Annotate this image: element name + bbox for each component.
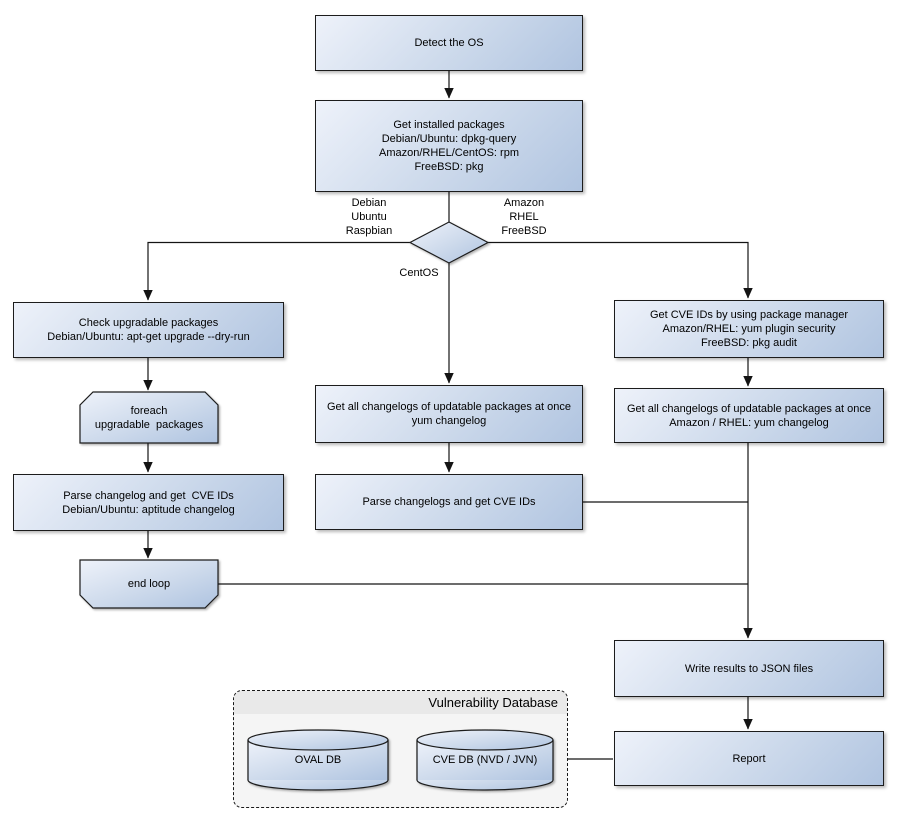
os-decision-diamond [408,221,490,264]
end-loop-shape [79,559,219,609]
node-label: Check upgradable packages [78,317,219,329]
vulnerability-database-title: Vulnerability Database [234,691,567,714]
node-label: Amazon/RHEL: yum plugin security [662,323,836,335]
node-label: Debian/Ubuntu: aptitude changelog [62,503,235,516]
node-detect-os: Detect the OS [315,15,583,71]
oval-db-cylinder [247,729,389,791]
node-label: Report [732,752,766,765]
node-label: Debian/Ubuntu: apt-get upgrade --dry-run [47,331,250,343]
node-write-results-json: Write results to JSON files [614,640,884,697]
node-label: Get CVE IDs by using package manager [649,309,849,321]
node-report: Report [614,731,884,786]
node-label: Get all changelogs of updatable packages… [626,402,871,415]
edge-label-centos-branch: CentOS [399,267,439,279]
node-get-cve-ids-pkg-manager: Get CVE IDs by using package manager Ama… [614,300,884,358]
cve-db-cylinder [416,729,554,791]
node-check-upgradable-packages: Check upgradable packages Debian/Ubuntu:… [13,302,284,358]
node-label: Get all changelogs of updatable packages… [326,401,571,413]
node-label: Parse changelogs and get CVE IDs [362,496,536,508]
node-label: FreeBSD: pkg [414,161,484,173]
node-label: Amazon / RHEL: yum changelog [669,416,829,429]
node-get-changelogs-centos: Get all changelogs of updatable packages… [315,385,583,443]
foreach-loop-start-shape [79,391,219,444]
connector-edges [143,71,753,760]
node-get-changelogs-amazon-rhel: Get all changelogs of updatable packages… [614,388,884,443]
node-parse-changelog-debian: Parse changelog and get CVE IDs Debian/U… [13,474,284,531]
node-parse-changelogs-centos: Parse changelogs and get CVE IDs [315,474,583,530]
node-label: Parse changelog and get CVE IDs [63,489,234,502]
node-label: Debian/Ubuntu: dpkg-query [381,133,517,145]
edge-label-amazon-branch: Amazon RHEL FreeBSD [501,197,547,237]
node-label: Detect the OS [414,37,484,49]
node-label: FreeBSD: pkg audit [701,337,797,349]
edge-label-debian-branch: Debian Ubuntu Raspbian [345,197,393,237]
node-label: yum changelog [411,415,487,427]
node-label: Get installed packages [393,119,505,131]
node-get-installed-packages: Get installed packages Debian/Ubuntu: dp… [315,100,583,192]
node-label: Write results to JSON files [684,662,814,675]
node-label: Amazon/RHEL/CentOS: rpm [379,147,519,159]
